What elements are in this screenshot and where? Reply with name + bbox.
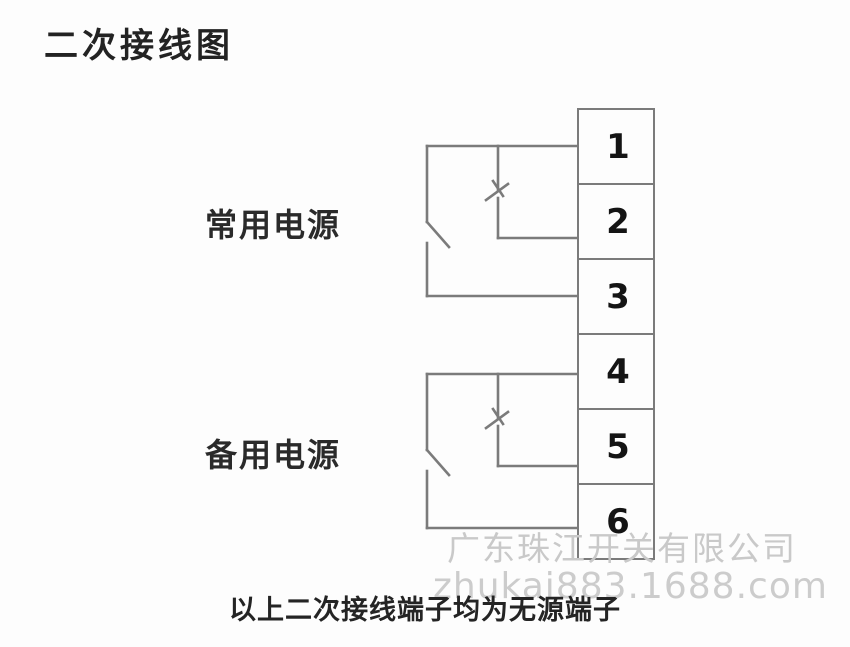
contact-normal-no-blade	[425, 220, 451, 249]
source-label-normal: 常用电源	[205, 206, 342, 244]
terminal-cell-2: 2	[579, 185, 653, 260]
page-title: 二次接线图	[44, 26, 234, 66]
terminal-cell-1: 1	[579, 110, 653, 185]
diagram-caption: 以上二次接线端子均为无源端子	[229, 595, 621, 626]
terminal-cell-3: 3	[579, 260, 653, 335]
terminal-number-1: 1	[606, 126, 630, 167]
circuit-backup-power	[425, 372, 579, 530]
source-label-backup: 备用电源	[205, 436, 342, 474]
terminal-number-3: 3	[606, 276, 630, 317]
contact-backup-nc-cross	[491, 407, 505, 426]
contact-normal-nc-cross	[491, 179, 505, 198]
terminal-cell-5: 5	[579, 410, 653, 485]
contact-backup-no-blade	[425, 448, 451, 477]
terminal-number-5: 5	[606, 426, 630, 467]
terminal-number-4: 4	[606, 351, 630, 392]
contact-normal-nc-blade	[484, 182, 510, 202]
terminal-number-6: 6	[606, 501, 630, 542]
terminal-number-2: 2	[606, 201, 630, 242]
terminal-strip: 1 2 3 4 5 6	[577, 108, 655, 560]
terminal-cell-6: 6	[579, 485, 653, 558]
contact-backup-nc-blade	[484, 410, 510, 430]
circuit-normal-power	[425, 144, 579, 298]
terminal-cell-4: 4	[579, 335, 653, 410]
